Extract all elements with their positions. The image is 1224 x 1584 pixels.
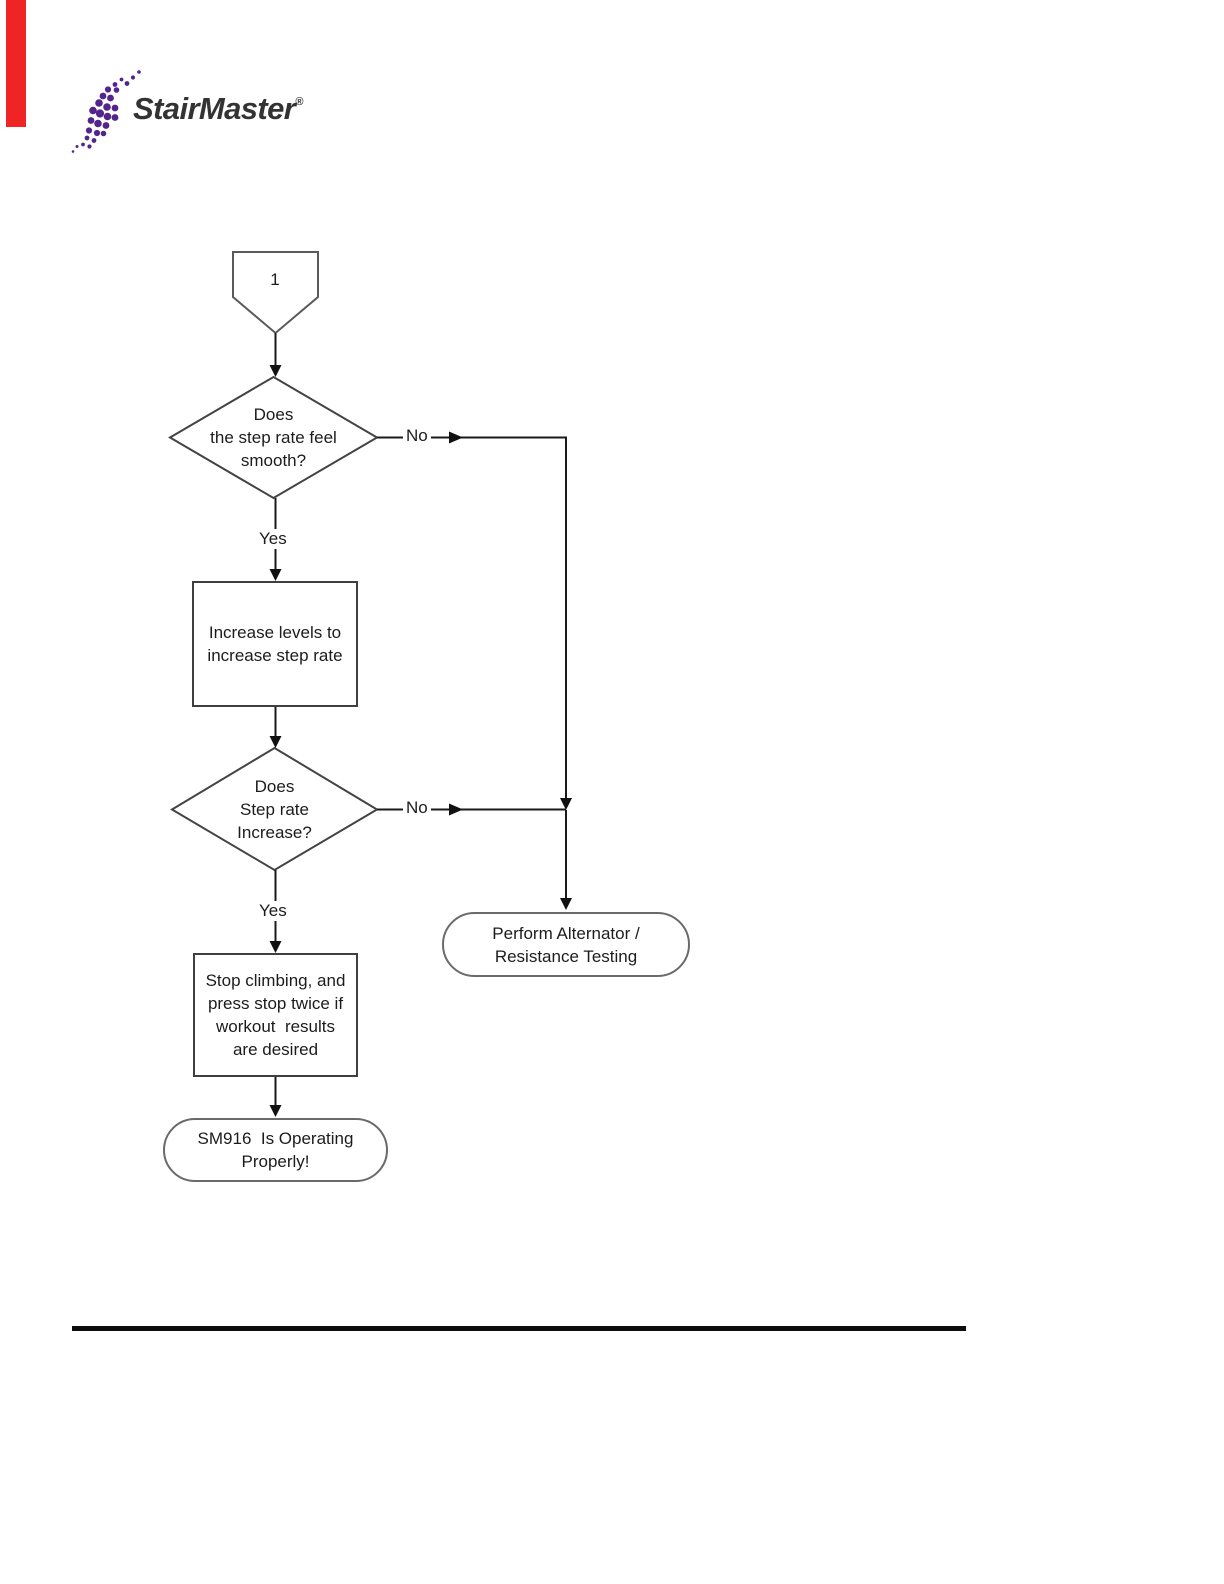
arrowhead-down-terminator xyxy=(560,898,572,910)
decision1-text: Does the step rate feel smooth? xyxy=(170,403,377,472)
terminator-perform-testing: Perform Alternator / Resistance Testing xyxy=(442,912,690,977)
arrowhead-down-3 xyxy=(269,736,282,748)
process2-line2: press stop twice if xyxy=(207,994,344,1013)
brand-text: StairMaster xyxy=(133,91,296,126)
arrowhead-down-4 xyxy=(269,941,282,953)
arrowhead-down-1 xyxy=(269,365,282,377)
bottom-rule xyxy=(72,1326,966,1331)
terminator-testing-line2: Resistance Testing xyxy=(494,946,638,966)
process-stop-climbing: Stop climbing, and press stop twice if w… xyxy=(193,953,358,1077)
decision1-line1: Does xyxy=(253,405,294,424)
decision1-diamond xyxy=(168,375,379,500)
arrowhead-down-2 xyxy=(269,569,282,581)
arrowhead-down-junction xyxy=(560,798,572,810)
arrowhead-right-2 xyxy=(449,803,463,816)
arrowhead-down-5 xyxy=(269,1105,282,1117)
terminator-testing-line1: Perform Alternator / xyxy=(492,923,640,943)
process2-line1: Stop climbing, and xyxy=(205,971,346,990)
process-increase-levels: Increase levels to increase step rate xyxy=(192,581,358,707)
decision2-text: Does Step rate Increase? xyxy=(172,775,377,844)
branch-label-yes1: Yes xyxy=(256,529,290,549)
process2-line4: are desired xyxy=(232,1040,319,1059)
branch-label-no2: No xyxy=(403,798,431,818)
registered-mark: ® xyxy=(295,96,304,108)
decision2-line1: Does xyxy=(254,777,295,796)
process2-line3: workout results xyxy=(215,1017,336,1036)
red-accent-bar xyxy=(6,0,26,127)
terminator-operating-properly: SM916 Is Operating Properly! xyxy=(163,1118,388,1182)
decision1-line2: the step rate feel xyxy=(210,428,337,447)
terminator-ok-line2: Properly! xyxy=(241,1152,310,1171)
decision2-line3: Increase? xyxy=(237,823,312,842)
decision2-line2: Step rate xyxy=(240,800,309,819)
offpage-connector-label: 1 xyxy=(270,270,280,289)
arrowhead-right-1 xyxy=(449,431,463,444)
branch-label-no1: No xyxy=(403,426,431,446)
edge-no1 xyxy=(377,436,567,798)
process1-line2: increase step rate xyxy=(207,646,343,665)
branch-label-yes2: Yes xyxy=(256,901,290,921)
stairmaster-dots-icon xyxy=(71,70,141,153)
stairmaster-wordmark: StairMaster® xyxy=(133,91,303,127)
offpage-connector-shape xyxy=(232,251,319,335)
decision1-line3: smooth? xyxy=(240,451,307,470)
process1-line1: Increase levels to xyxy=(208,623,342,642)
terminator-ok-line1: SM916 Is Operating xyxy=(197,1129,354,1148)
